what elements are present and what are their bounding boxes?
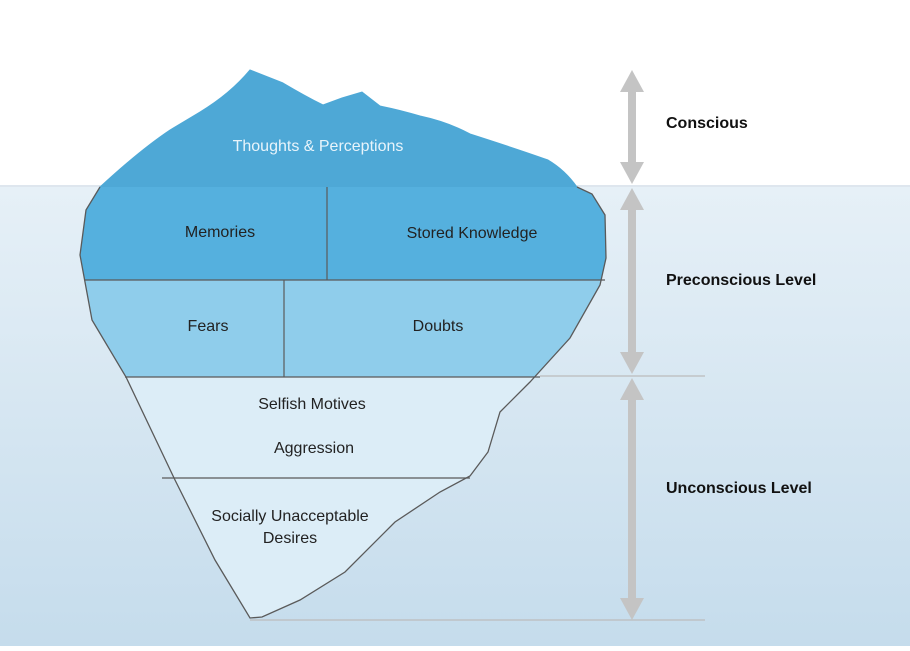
label-selfish-motives: Selfish Motives — [258, 396, 366, 413]
conscious-arrow — [620, 70, 644, 184]
unconscious-arrow — [620, 378, 644, 620]
layer-memories-knowledge — [80, 187, 606, 280]
label-desires-line2: Desires — [262, 530, 318, 547]
layer-fears-doubts — [80, 280, 606, 377]
label-stored-knowledge: Stored Knowledge — [406, 225, 538, 242]
layer-dividers — [85, 187, 605, 479]
iceberg-tip — [98, 69, 578, 188]
label-fears: Fears — [187, 318, 229, 335]
label-memories: Memories — [184, 224, 256, 241]
iceberg-body-outline — [79, 186, 607, 619]
level-label-conscious: Conscious — [666, 115, 748, 132]
tip-label-thoughts-perceptions: Thoughts & Perceptions — [232, 138, 404, 155]
label-doubts: Doubts — [412, 318, 464, 335]
label-desires-line1: Socially Unacceptable — [211, 508, 369, 525]
level-label-unconscious: Unconscious Level — [666, 480, 812, 497]
level-label-preconscious: Preconscious Level — [666, 272, 817, 289]
label-aggression: Aggression — [273, 440, 355, 457]
preconscious-arrow — [620, 188, 644, 374]
